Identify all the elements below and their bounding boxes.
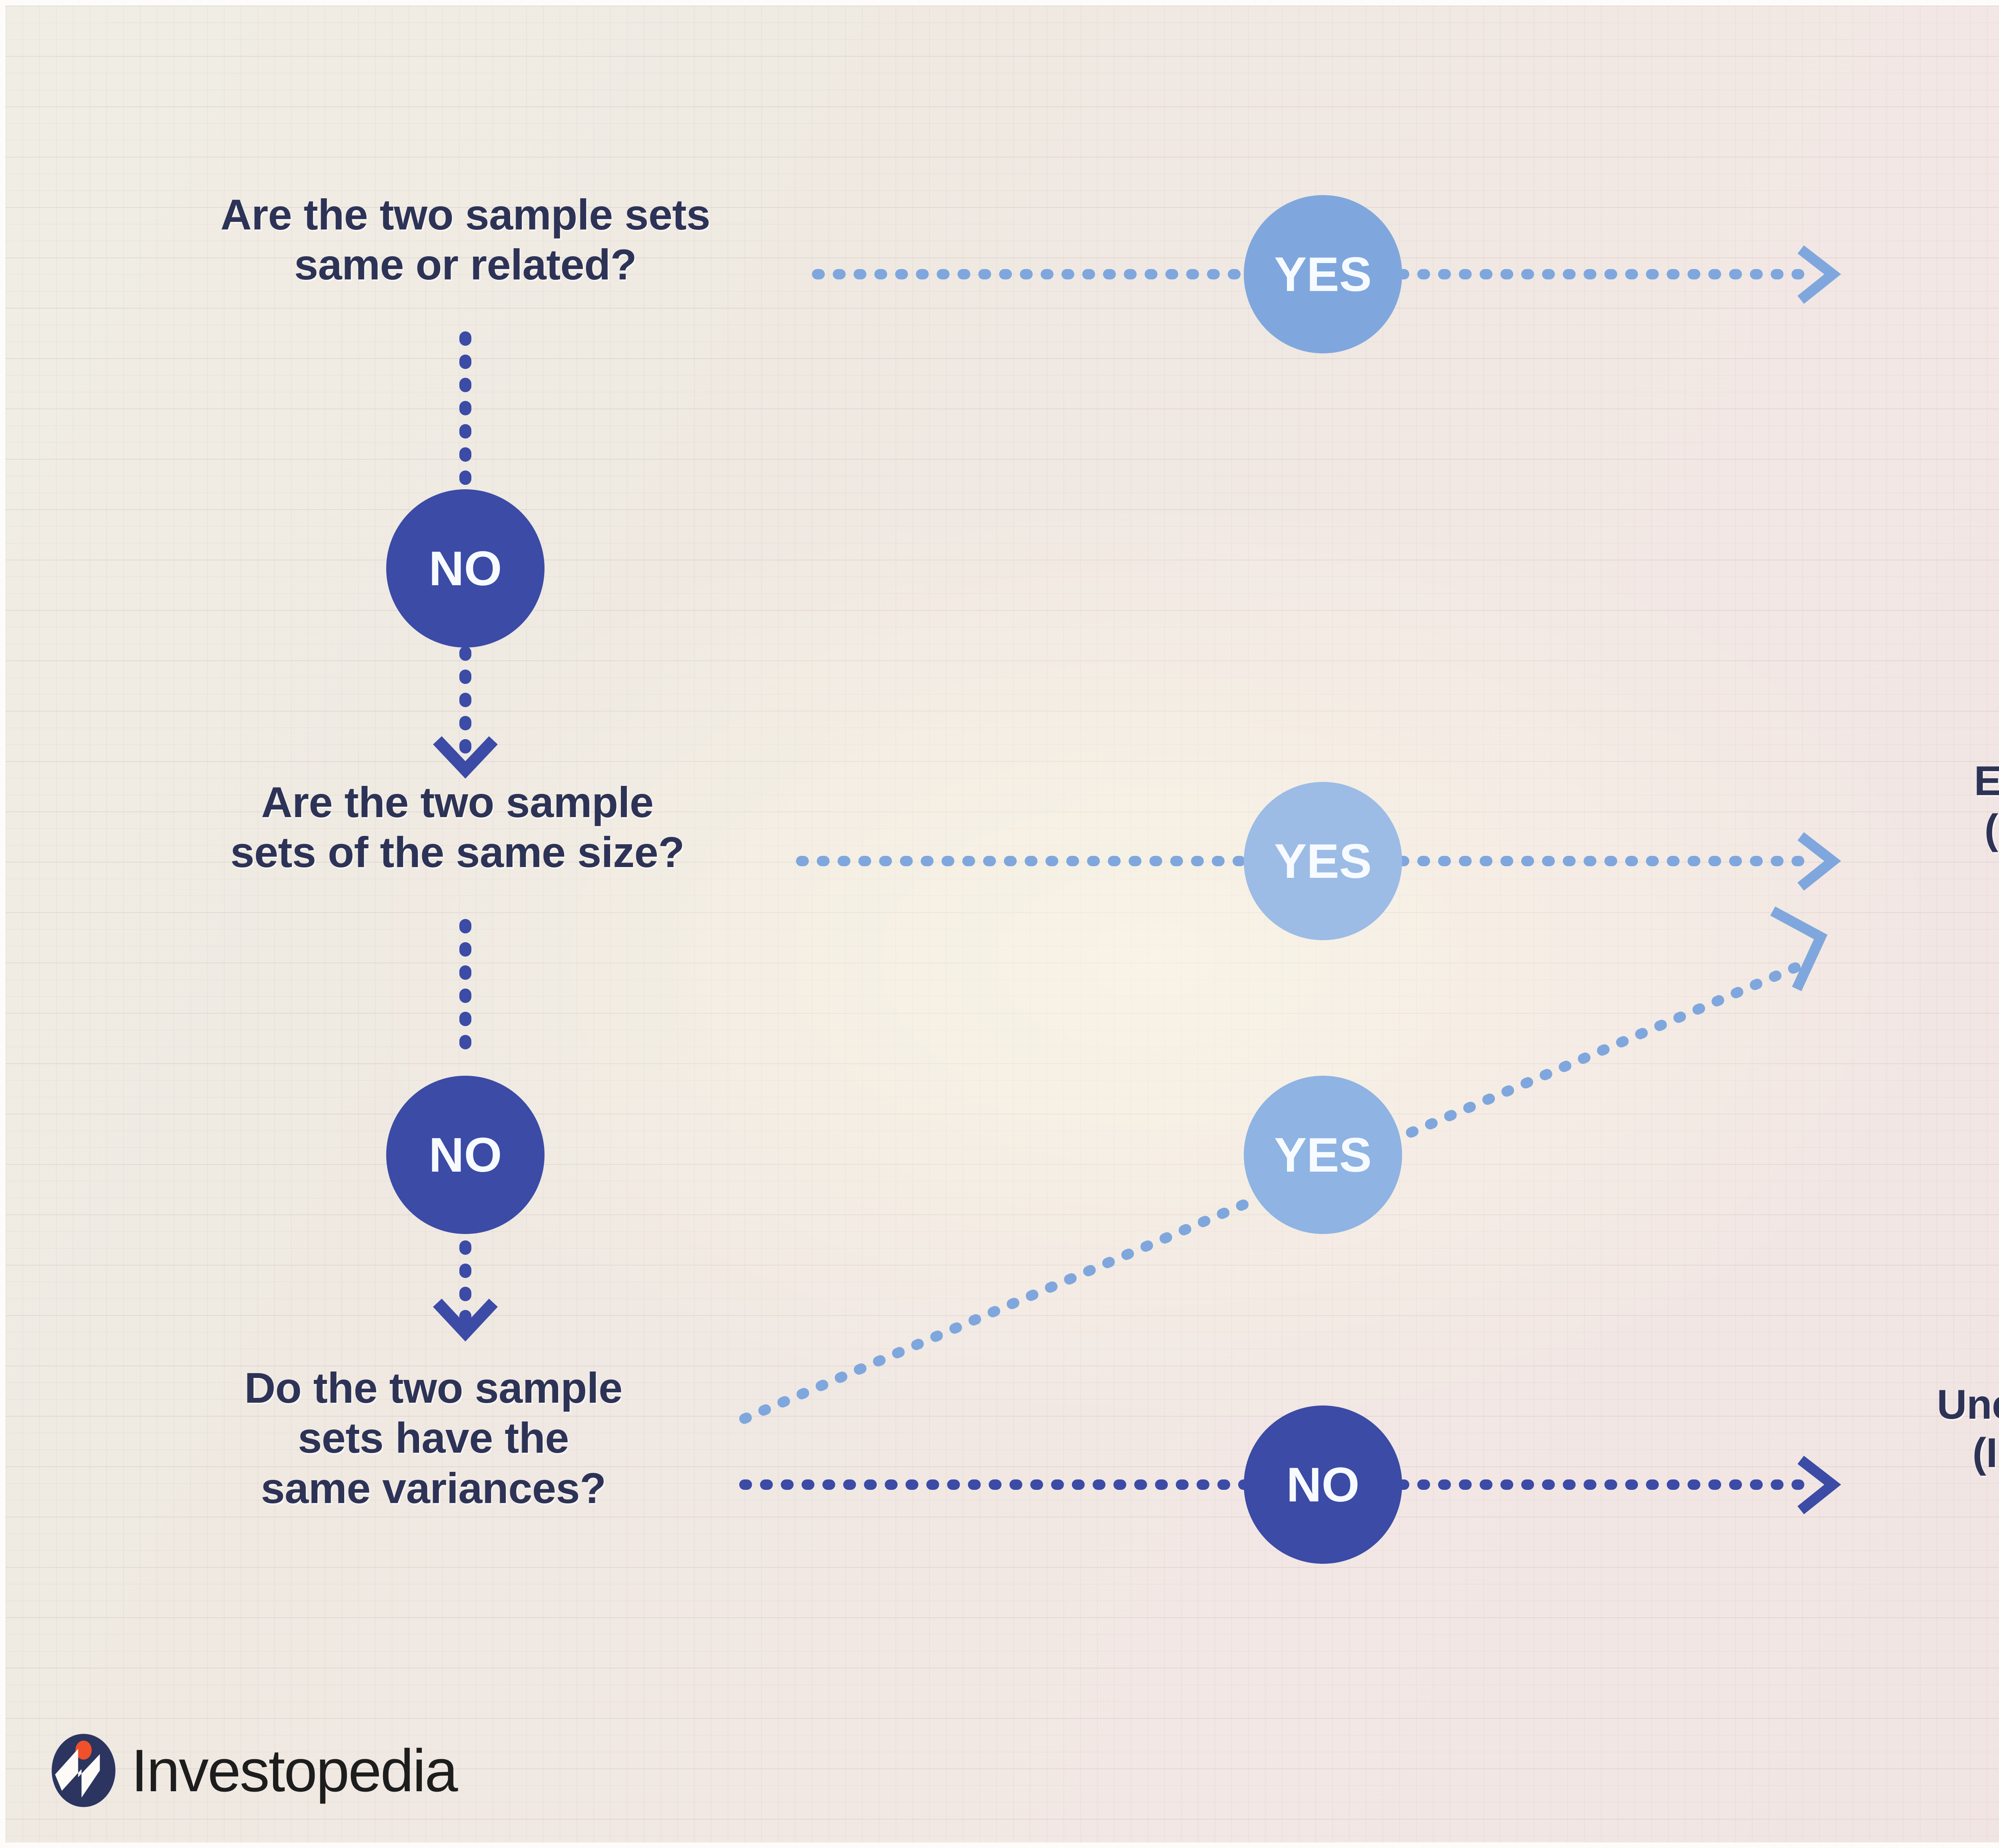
flowchart-connectors: YES NO YES NO YES NO [386,195,1841,1564]
decision-label: YES [1274,247,1372,301]
result-paired-t-test: Paired (Dependent) T-Test [1845,169,1999,314]
question-1: Are the two sample sets same or related? [220,190,710,289]
edge-q1-yes [812,245,1841,304]
decision-node-no-1[interactable]: NO [386,489,545,648]
edge-q3-yes-diagonal [739,906,1827,1424]
edge-q2-yes [796,832,1841,891]
result-equal-variance-t-test: Equal Variance (Independent) T-Test [1974,758,1999,853]
investopedia-wordmark: Investopedia [131,1737,458,1804]
decision-label: NO [1287,1457,1360,1512]
investopedia-logo: Investopedia [50,1732,458,1808]
decision-node-no-2[interactable]: NO [386,1076,545,1234]
decision-label: NO [429,541,502,596]
decision-node-yes-2[interactable]: YES [1244,782,1402,940]
question-2: Are the two sample sets of the same size… [230,778,684,877]
decision-label: NO [429,1128,502,1182]
question-3: Do the two sample sets have the same var… [244,1364,622,1512]
result-unequal-variance-t-test: Unequal Variance (Independent) T-Test [1937,1382,1999,1476]
investopedia-mark-icon [52,1734,116,1807]
edge-q3-no [739,1455,1841,1515]
decision-node-no-3[interactable]: NO [1244,1405,1402,1564]
decision-node-yes-3[interactable]: YES [1244,1076,1402,1234]
decision-node-yes-1[interactable]: YES [1244,195,1402,353]
decision-label: YES [1274,834,1372,888]
edge-q1-no [433,331,498,779]
decision-label: YES [1274,1128,1372,1182]
